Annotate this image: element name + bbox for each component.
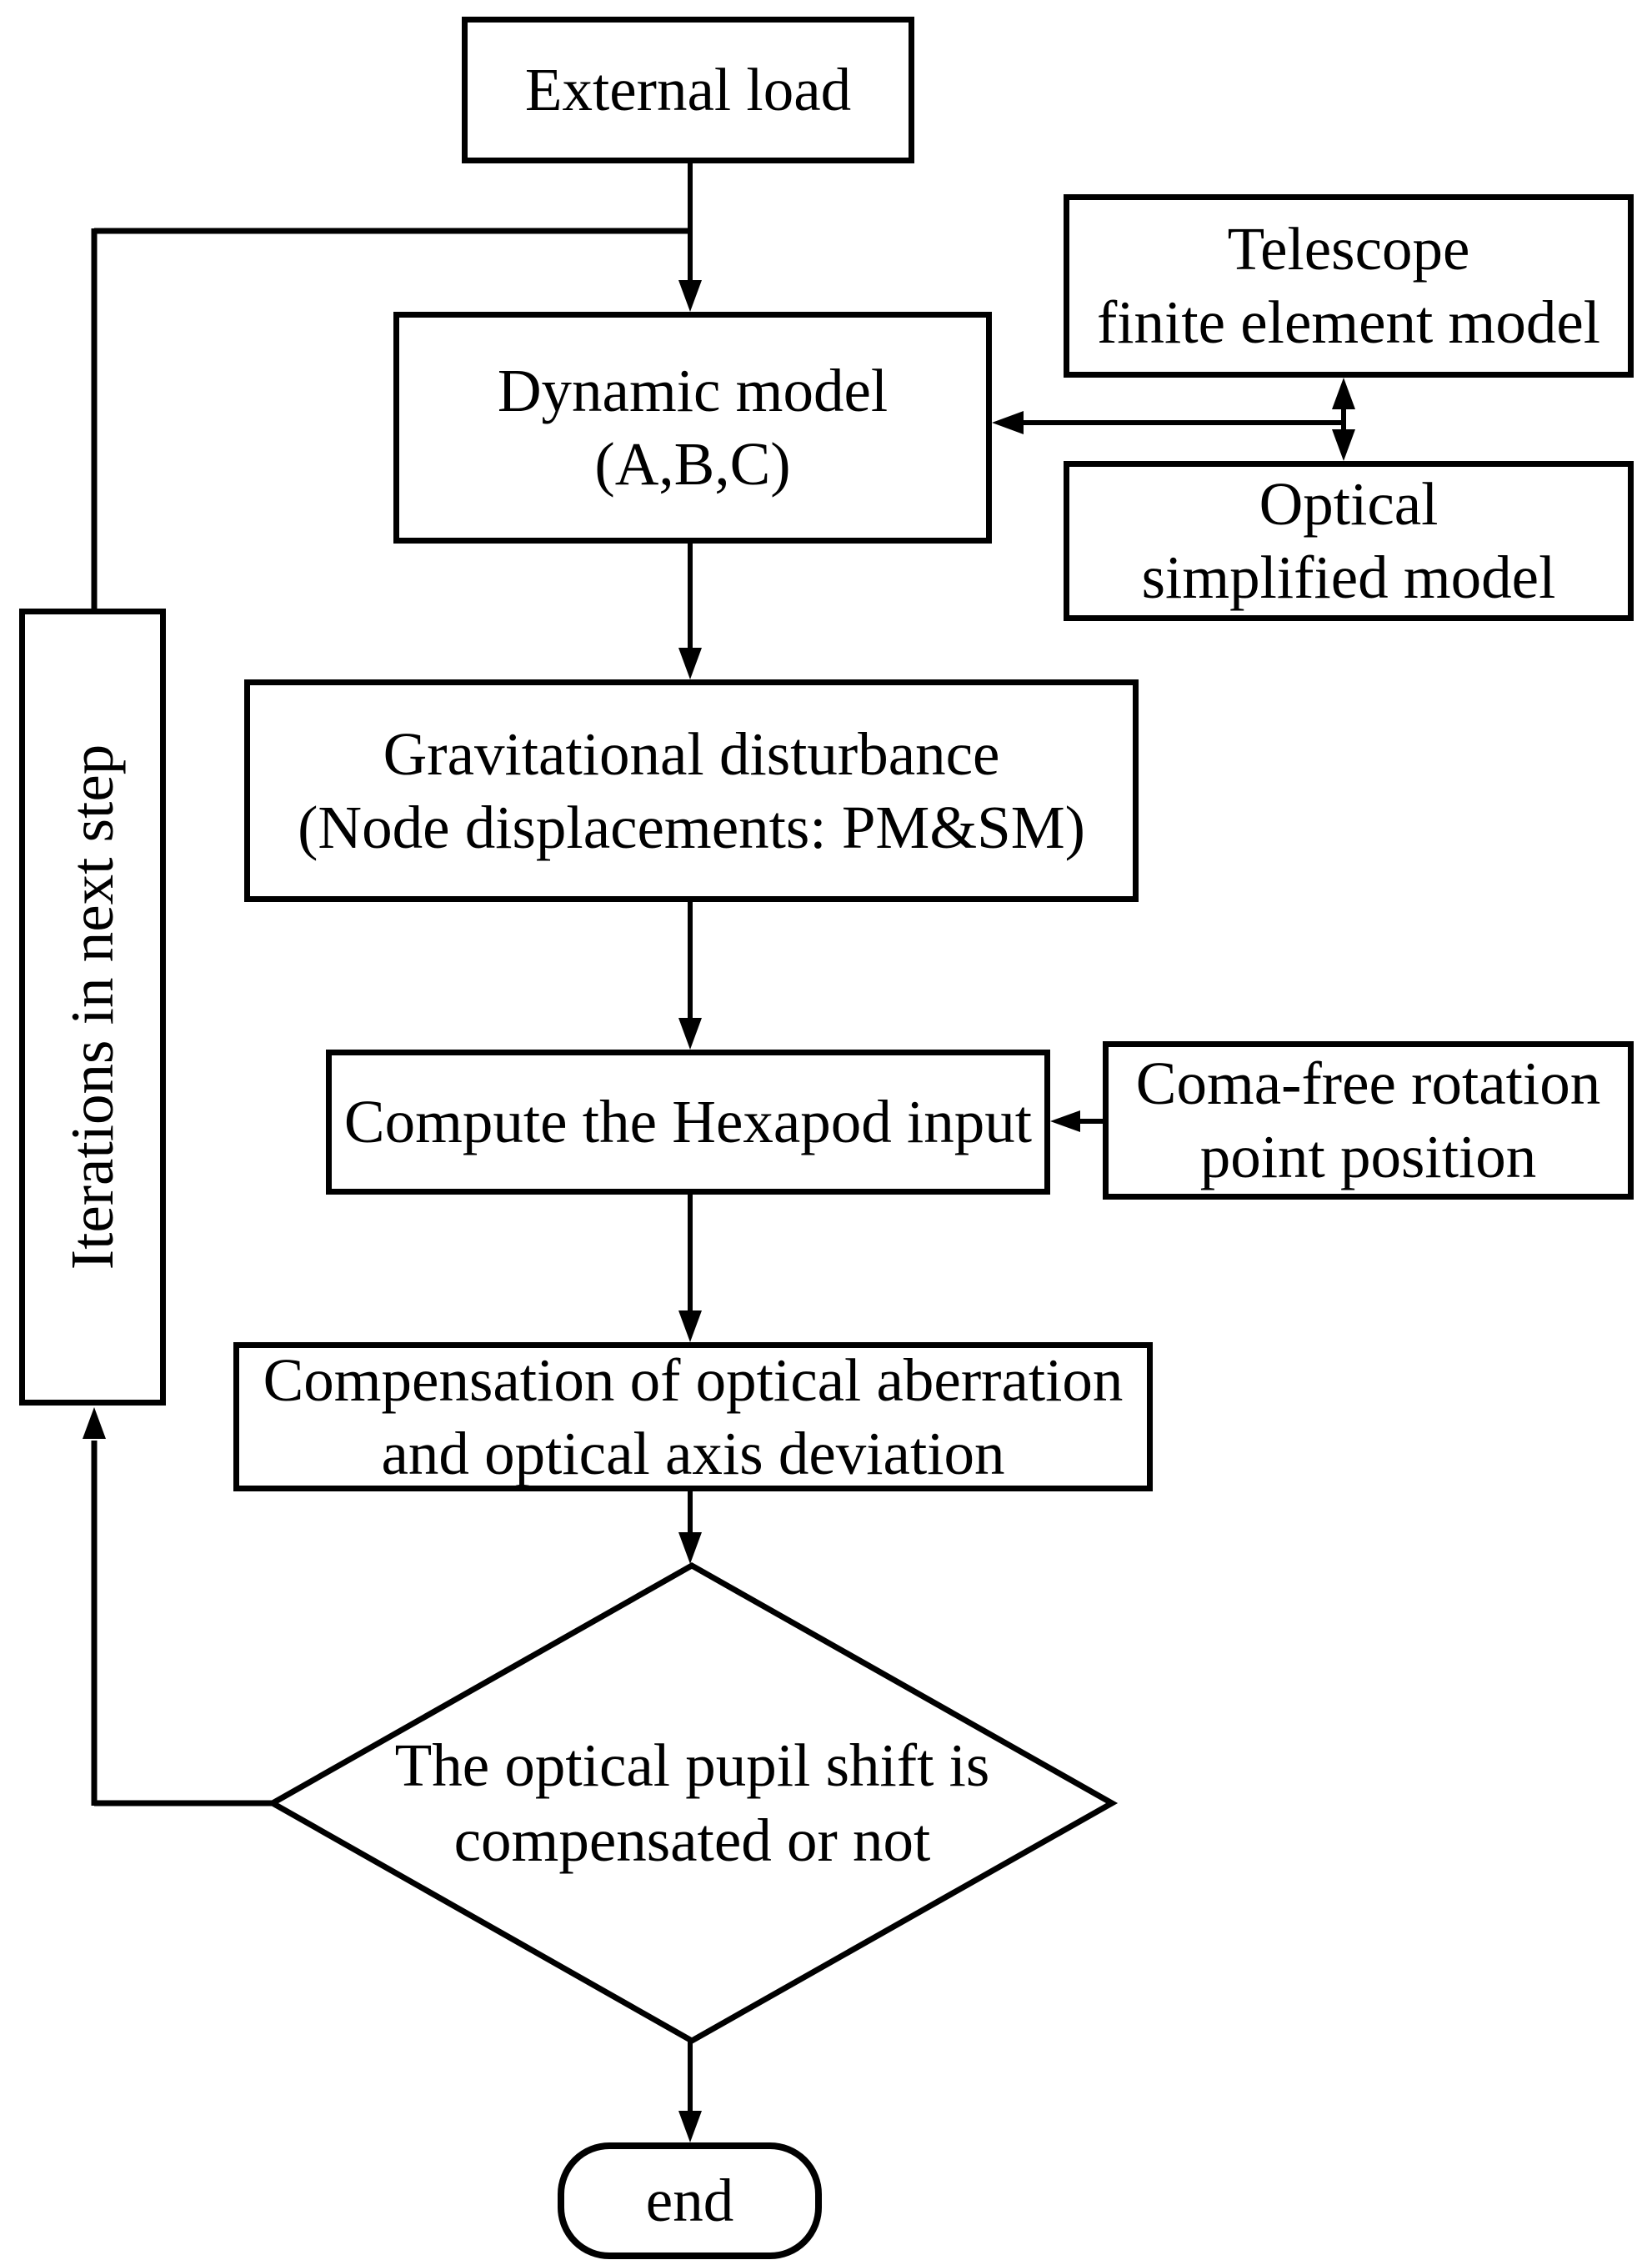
arrow-gravitational-to-compute [678,902,702,1050]
arrow-compute-to-compensation [678,1195,702,1342]
telescope-fem-label-line1: Telescope [1227,215,1470,283]
arrow-dynamic-to-gravitational [678,544,702,679]
node-compensation: Compensation of optical aberration and o… [233,1342,1153,1491]
feedback-branch-top [91,228,690,609]
dynamic-model-label-line1: Dynamic model [497,357,889,424]
node-coma-free: Coma-free rotation point position [1103,1041,1634,1200]
compensation-label-line2: and optical axis deviation [381,1419,1005,1487]
node-external-load: External load [462,17,914,163]
coma-free-label-line1: Coma-free rotation [1135,1050,1601,1117]
arrow-compensation-to-decision [678,1491,702,1564]
decision-label-line2: compensated or not [453,1806,931,1874]
external-load-label: External load [524,56,852,123]
gravitational-label-line2: (Node displacements: PM&SM) [298,793,1085,861]
compensation-label-line1: Compensation of optical aberration [263,1345,1124,1414]
dynamic-model-label-line2: (A,B,C) [594,430,791,498]
arrow-comafree-to-compute [1050,1110,1103,1132]
gravitational-label-line1: Gravitational disturbance [383,719,1000,788]
end-label: end [645,2167,734,2234]
node-decision-label: The optical pupil shift is compensated o… [273,1566,1112,2041]
decision-label-line1: The optical pupil shift is [394,1731,990,1799]
arrow-external-to-dynamic [678,163,702,312]
decision-diamond [266,1561,1119,2045]
node-end: end [558,2142,822,2259]
node-telescope-fem: Telescope finite element model [1064,194,1634,378]
arrow-models-to-dynamic [992,411,1344,434]
node-gravitational-disturbance: Gravitational disturbance (Node displace… [244,679,1139,902]
optical-simplified-label-line1: Optical [1259,470,1439,538]
double-arrow-telescope-optical [1332,378,1355,461]
node-compute-hexapod: Compute the Hexapod input [326,1050,1050,1195]
feedback-decision-to-iterations [83,1407,273,1806]
node-iterations: Iterations in next step [19,609,166,1406]
arrow-decision-to-end [678,2041,702,2142]
iterations-label: Iterations in next step [58,744,127,1270]
node-optical-simplified: Optical simplified model [1064,461,1634,621]
coma-free-label-line2: point position [1199,1123,1537,1190]
telescope-fem-label-line2: finite element model [1096,288,1601,356]
compute-hexapod-label: Compute the Hexapod input [343,1088,1033,1155]
node-dynamic-model: Dynamic model (A,B,C) [393,312,992,544]
optical-simplified-label-line2: simplified model [1141,544,1556,611]
